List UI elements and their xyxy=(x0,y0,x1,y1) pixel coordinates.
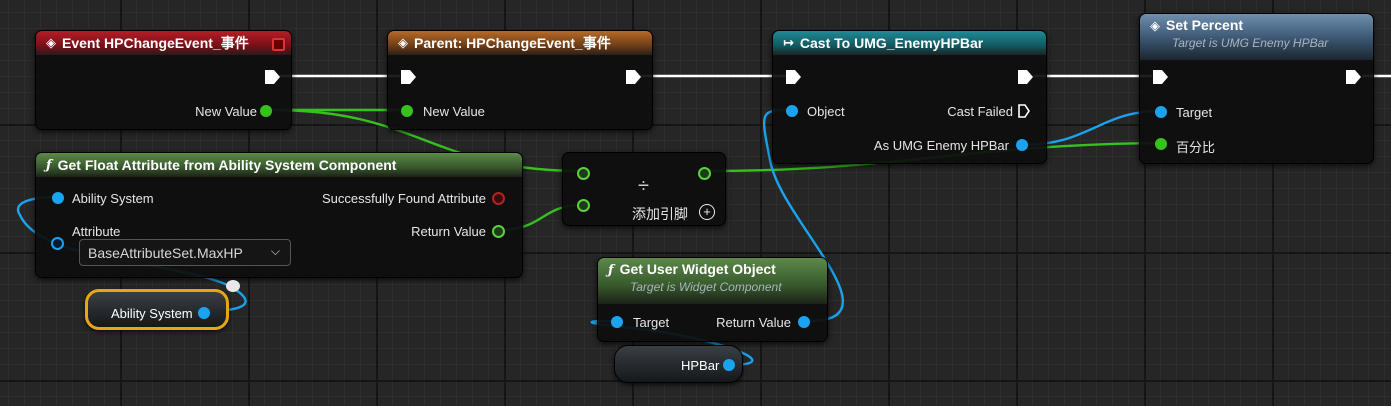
widget-return-value-label: Return Value xyxy=(716,315,791,330)
chevron-down-icon: ⌵ xyxy=(270,244,280,258)
get-float-attribute-header[interactable]: ƒ Get Float Attribute from Ability Syste… xyxy=(36,153,522,177)
event-diamond-icon: ◈ xyxy=(46,35,56,50)
widget-return-value-pin[interactable] xyxy=(798,316,810,328)
ability-system-variable-node[interactable]: Ability System xyxy=(85,289,229,330)
percent-in-pin[interactable] xyxy=(1155,138,1167,150)
function-diamond-icon: ◈ xyxy=(1150,18,1160,33)
percent-label: 百分比 xyxy=(1176,140,1216,155)
object-wire xyxy=(763,108,845,323)
divide-node[interactable]: ÷ 添加引脚 + xyxy=(562,152,726,226)
ability-system-in-pin[interactable] xyxy=(52,192,64,204)
comment-bubble-icon[interactable] xyxy=(226,280,240,292)
cast-node[interactable]: ↦ Cast To UMG_EnemyHPBar Object Cast Fai… xyxy=(772,30,1047,164)
attribute-label: Attribute xyxy=(72,224,121,239)
divide-in-pin-b[interactable] xyxy=(577,199,590,212)
ability-system-variable-pin[interactable] xyxy=(198,307,210,319)
get-float-attribute-title: Get Float Attribute from Ability System … xyxy=(57,157,397,173)
get-user-widget-subtitle: Target is Widget Component xyxy=(630,280,782,294)
new-value-label: New Value xyxy=(195,104,257,119)
cast-node-header[interactable]: ↦ Cast To UMG_EnemyHPBar xyxy=(773,31,1046,55)
parent-node[interactable]: ◈ Parent: HPChangeEvent_事件 New Value xyxy=(387,30,653,130)
widget-target-label: Target xyxy=(633,315,670,330)
cast-failed-label: Cast Failed xyxy=(947,104,1013,119)
cast-node-title: Cast To UMG_EnemyHPBar xyxy=(799,35,984,51)
float-wire xyxy=(271,108,584,173)
divide-in-pin-a[interactable] xyxy=(577,167,590,180)
add-pin-plus-icon[interactable]: + xyxy=(699,204,715,220)
get-user-widget-node[interactable]: ƒ Get User Widget Object Target is Widget… xyxy=(597,257,828,342)
attribute-dropdown[interactable]: BaseAttributeSet.MaxHP ⌵ xyxy=(79,239,291,266)
set-percent-subtitle: Target is UMG Enemy HPBar xyxy=(1172,36,1329,50)
new-value-pin[interactable] xyxy=(260,105,272,117)
target-in-pin[interactable] xyxy=(1155,106,1167,118)
get-float-attribute-node[interactable]: ƒ Get Float Attribute from Ability Syste… xyxy=(35,152,523,278)
attribute-in-pin[interactable] xyxy=(51,237,64,250)
event-diamond-icon: ◈ xyxy=(398,35,408,50)
as-result-label: As UMG Enemy HPBar xyxy=(873,138,1009,153)
return-value-label: Return Value xyxy=(411,224,486,239)
parent-node-title: Parent: HPChangeEvent_事件 xyxy=(414,35,611,51)
object-label: Object xyxy=(807,104,845,119)
attribute-value: BaseAttributeSet.MaxHP xyxy=(88,245,243,261)
cast-failed-exec-pin[interactable] xyxy=(1018,104,1030,118)
as-result-pin[interactable] xyxy=(1016,139,1028,151)
set-percent-node[interactable]: ◈ Set Percent Target is UMG Enemy HPBar T… xyxy=(1139,13,1374,164)
widget-target-in-pin[interactable] xyxy=(611,316,623,328)
ability-system-variable-label: Ability System xyxy=(111,306,193,321)
set-percent-node-header[interactable]: ◈ Set Percent Target is UMG Enemy HPBar xyxy=(1140,14,1373,60)
object-in-pin[interactable] xyxy=(786,105,798,117)
new-value-label: New Value xyxy=(423,104,485,119)
event-node-title: Event HPChangeEvent_事件 xyxy=(62,35,249,51)
function-f-icon: ƒ xyxy=(46,157,52,173)
target-label: Target xyxy=(1176,105,1213,120)
found-attribute-label: Successfully Found Attribute xyxy=(321,191,486,206)
function-f-icon: ƒ xyxy=(608,263,614,278)
get-user-widget-header[interactable]: ƒ Get User Widget Object Target is Widget… xyxy=(598,258,827,304)
set-percent-title: Set Percent xyxy=(1166,17,1244,33)
ability-system-label: Ability System xyxy=(72,191,154,206)
hpbar-variable-pin[interactable] xyxy=(723,359,735,371)
new-value-in-pin[interactable] xyxy=(401,105,413,117)
cast-arrow-icon: ↦ xyxy=(783,35,794,50)
found-attribute-pin[interactable] xyxy=(492,192,505,205)
get-user-widget-title: Get User Widget Object xyxy=(619,261,776,277)
event-node-header[interactable]: ◈ Event HPChangeEvent_事件 xyxy=(36,31,291,55)
hpbar-variable-node[interactable]: HPBar xyxy=(614,345,743,383)
hpbar-variable-label: HPBar xyxy=(681,358,720,373)
divide-symbol: ÷ xyxy=(638,175,649,197)
return-value-pin[interactable] xyxy=(492,225,505,238)
event-node[interactable]: ◈ Event HPChangeEvent_事件 New Value xyxy=(35,30,292,130)
delegate-stop-icon[interactable] xyxy=(272,38,285,51)
parent-node-header[interactable]: ◈ Parent: HPChangeEvent_事件 xyxy=(388,31,652,55)
divide-out-pin[interactable] xyxy=(698,167,711,180)
add-pin-label[interactable]: 添加引脚 xyxy=(632,206,688,222)
